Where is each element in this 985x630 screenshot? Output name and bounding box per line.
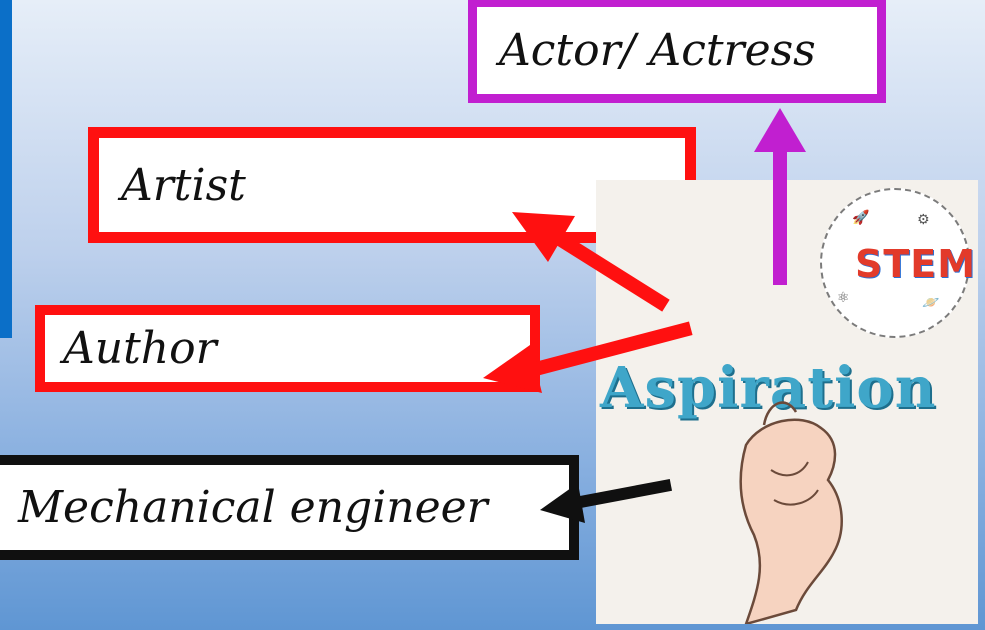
atom-icon: ⚛: [837, 290, 850, 306]
aspiration-text: Aspiration: [600, 355, 937, 421]
planet-icon: 🪐: [922, 295, 940, 311]
aspiration-image: 🚀 ⚙ ⚛ 🪐 STEM Aspiration: [596, 180, 978, 624]
arrow-to-actor: [754, 108, 806, 285]
label-author: Author: [35, 305, 540, 392]
label-artist-text: Artist: [121, 159, 246, 211]
left-accent-bar: [0, 0, 12, 338]
stem-logo: 🚀 ⚙ ⚛ 🪐 STEM: [820, 188, 975, 338]
arrow-to-artist: [512, 212, 670, 312]
gear-icon: ⚙: [917, 212, 930, 228]
label-actor-text: Actor/ Actress: [499, 25, 816, 76]
hand-illustration: [739, 401, 843, 624]
rocket-icon: 🚀: [852, 210, 870, 226]
label-actor-actress: Actor/ Actress: [468, 0, 886, 103]
label-mechanical-engineer: Mechanical engineer: [0, 455, 579, 560]
label-mechanical-text: Mechanical engineer: [18, 482, 488, 533]
arrow-to-mechanical: [540, 478, 673, 523]
arrow-to-author: [483, 321, 693, 393]
stem-text: STEM: [855, 242, 977, 286]
label-author-text: Author: [63, 323, 217, 374]
